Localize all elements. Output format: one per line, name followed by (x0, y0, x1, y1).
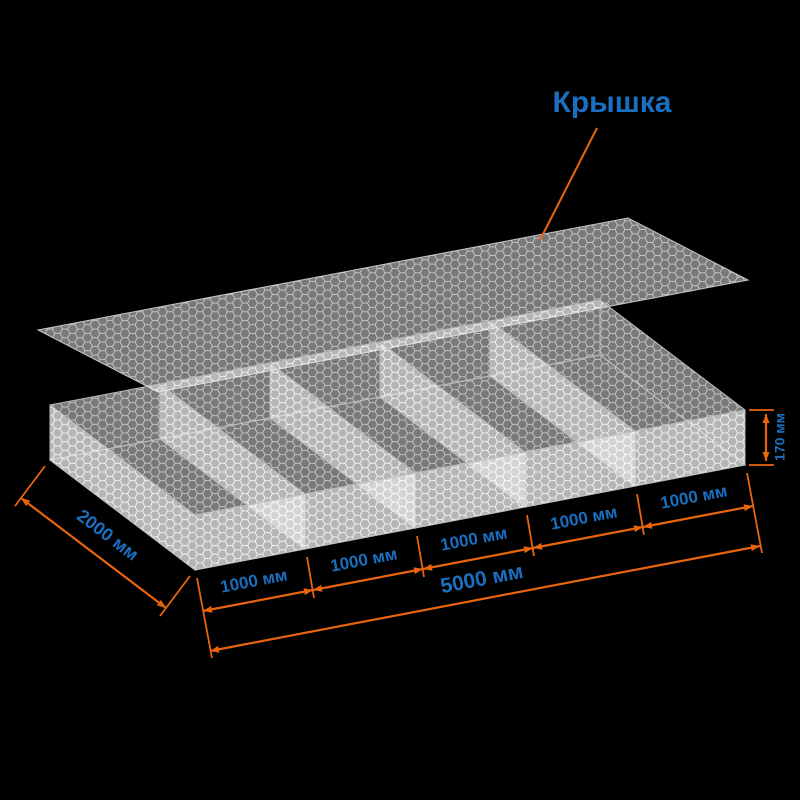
gabion-box (48, 298, 747, 572)
segment-tick-0 (196, 577, 213, 659)
width-extension-line-front (159, 575, 191, 617)
dimension-height-170: 170 мм (749, 409, 788, 466)
segment-label-4: 1000 мм (549, 502, 619, 533)
segment-label-5: 1000 мм (659, 481, 729, 512)
segment-label-1: 1000 мм (219, 565, 289, 596)
segment-arrow-2 (312, 567, 424, 592)
lid-mesh-sheet (36, 217, 750, 393)
dimension-total-5000: 5000 мм (209, 544, 761, 653)
segment-arrow-5 (642, 504, 754, 529)
height-dimension-label: 170 мм (772, 413, 788, 461)
segment-tick-5 (746, 472, 763, 554)
lid-panel (36, 217, 750, 393)
lid-label: Крышка (553, 86, 672, 119)
lid-leader-line (539, 127, 598, 241)
lid-annotation: Крышка (539, 86, 672, 241)
segment-arrow-4 (532, 525, 644, 550)
segment-arrow-1 (202, 588, 314, 613)
segment-label-3: 1000 мм (439, 523, 509, 554)
width-extension-line-back (14, 465, 46, 507)
width-dimension-arrow (20, 497, 167, 609)
segment-label-2: 1000 мм (329, 544, 399, 575)
total-dimension-arrow (209, 544, 761, 653)
